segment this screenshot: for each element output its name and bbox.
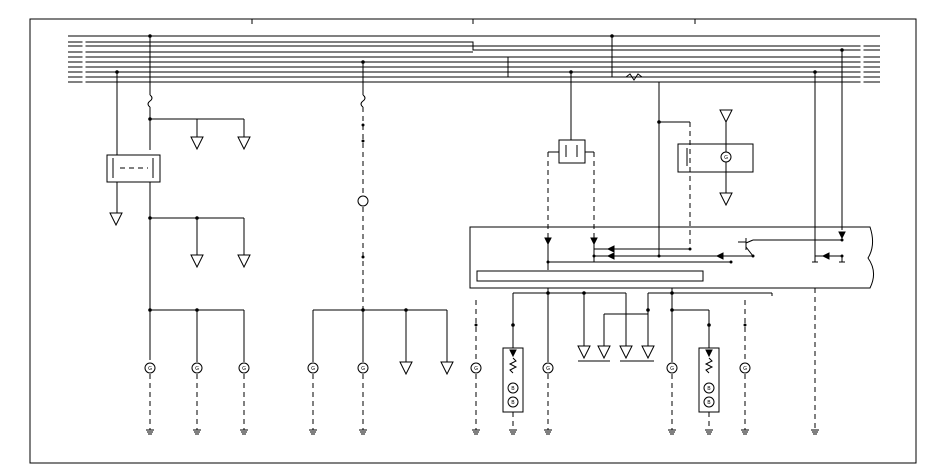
bulb-assembly: B B: [698, 347, 720, 413]
svg-text:G: G: [474, 366, 478, 372]
ground-symbol: [146, 429, 154, 435]
svg-text:G: G: [546, 366, 550, 372]
diode-symbol: [606, 252, 615, 260]
connector-triangle: [641, 345, 655, 360]
connector-triangle: [597, 345, 611, 360]
svg-text:G: G: [148, 366, 152, 372]
ground-symbol: [811, 429, 819, 435]
lamp-symbol: G: [542, 362, 554, 374]
svg-text:B: B: [511, 400, 515, 406]
svg-text:B: B: [707, 400, 711, 406]
bulb-assembly: B B: [502, 347, 524, 413]
svg-text:G: G: [242, 366, 246, 372]
lamp-symbol: G: [191, 362, 203, 374]
lamp-symbol: G: [720, 151, 732, 163]
lamp-symbol: G: [666, 362, 678, 374]
diode-symbol: [544, 237, 552, 246]
svg-text:G: G: [670, 366, 674, 372]
ground-symbol: [472, 429, 480, 435]
svg-text:G: G: [361, 366, 365, 372]
svg-text:G: G: [743, 366, 747, 372]
connector-triangle: [109, 212, 123, 227]
svg-text:B: B: [511, 386, 515, 392]
module-outline: [469, 226, 874, 289]
ground-symbol: [359, 429, 367, 435]
ground-symbols: [146, 429, 819, 435]
power-bus: [68, 35, 880, 84]
ground-symbol: [193, 429, 201, 435]
fuse-symbol: [360, 94, 366, 108]
switch-symbol: [357, 195, 369, 207]
ground-symbol: [705, 429, 713, 435]
connector-triangle: [440, 361, 454, 376]
diode-symbol: [606, 245, 615, 253]
connector-triangle: [719, 109, 733, 124]
module-inner-bar: [476, 270, 704, 282]
switch-box: [558, 139, 586, 164]
connector-triangle: [719, 192, 733, 207]
connector-triangle: [577, 345, 591, 360]
connector-triangle: [190, 254, 204, 269]
ground-symbol: [544, 429, 552, 435]
bus-fuse: [625, 73, 643, 81]
ground-symbol: [509, 429, 517, 435]
left-circuit: G G G: [106, 34, 251, 430]
fuse-symbol: [147, 94, 153, 108]
control-module: G: [469, 48, 874, 430]
ground-symbol: [309, 429, 317, 435]
svg-text:B: B: [707, 386, 711, 392]
diagram-frame: [29, 18, 917, 464]
connector-triangle: [619, 345, 633, 360]
ground-symbol: [668, 429, 676, 435]
ground-symbol: [240, 429, 248, 435]
lamp-symbol: G: [238, 362, 250, 374]
connector-triangle: [237, 254, 251, 269]
connector-triangle: [237, 136, 251, 151]
diode-symbol: [838, 231, 846, 240]
connector-triangle: [399, 361, 413, 376]
lamp-symbol: G: [144, 362, 156, 374]
lamp-symbol: G: [357, 362, 369, 374]
svg-text:G: G: [195, 366, 199, 372]
diode-symbol: [715, 252, 724, 260]
relay-box: [106, 154, 161, 183]
svg-text:G: G: [311, 366, 315, 372]
lamp-symbol: G: [470, 362, 482, 374]
diode-symbol: [590, 237, 598, 246]
ground-symbol: [741, 429, 749, 435]
center-circuit: G G: [307, 60, 454, 430]
lamp-symbol: G: [739, 362, 751, 374]
lamp-symbol: G: [307, 362, 319, 374]
relay-box: [677, 143, 754, 173]
lower-circuit: G G G G B B B: [470, 34, 773, 430]
svg-text:G: G: [724, 155, 728, 161]
connector-triangle: [190, 136, 204, 151]
